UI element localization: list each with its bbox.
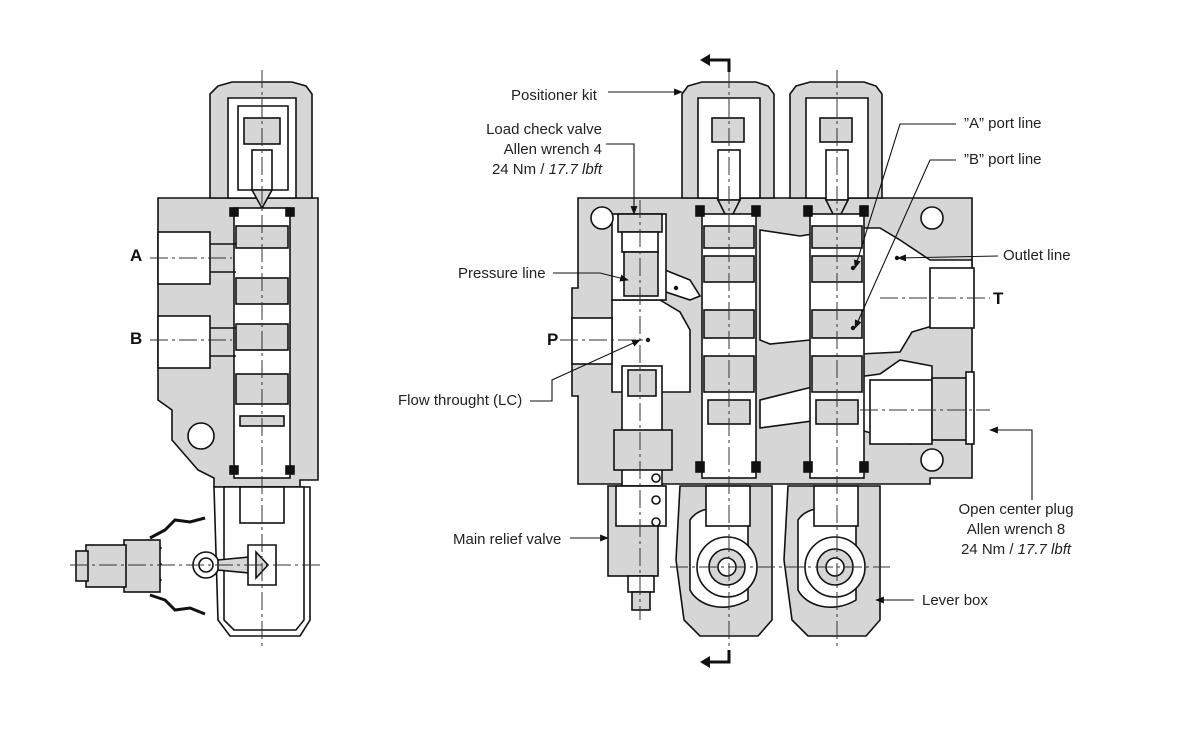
callout-open-center-line1: Open center plug [958, 501, 1074, 518]
side-centerlines [70, 70, 320, 650]
callout-lever-box: Lever box [922, 592, 988, 609]
callout-open-center-line2: Allen wrench 8 [966, 521, 1066, 538]
port-label-a: A [130, 246, 143, 265]
callout-flow-through: Flow throught (LC) [398, 392, 523, 409]
callout-b-port-line: ”B” port line [964, 151, 1042, 168]
callout-a-port-line: ”A” port line [964, 115, 1042, 132]
callout-pressure-line: Pressure line [458, 265, 546, 282]
callout-load-check-line3: 24 Nm / 17.7 lbft [491, 161, 602, 178]
callout-load-check-line1: Load check valve [486, 121, 602, 138]
side-section-view [75, 81, 319, 637]
section-arrows [708, 58, 731, 664]
callout-load-check-line2: Allen wrench 4 [503, 141, 602, 158]
front-centerlines [560, 70, 990, 648]
callout-main-relief-valve: Main relief valve [453, 531, 562, 548]
leader-lines [530, 88, 1033, 604]
callout-open-center-line3: 24 Nm / 17.7 lbft [960, 541, 1072, 558]
port-label-t: T [993, 289, 1004, 308]
port-label-p: P [547, 330, 559, 349]
section-arrowheads [700, 54, 710, 668]
callout-outlet-line: Outlet line [1003, 247, 1071, 264]
callout-positioner-kit: Positioner kit [511, 87, 597, 104]
port-label-b: B [130, 329, 143, 348]
front-section-view [571, 81, 975, 637]
